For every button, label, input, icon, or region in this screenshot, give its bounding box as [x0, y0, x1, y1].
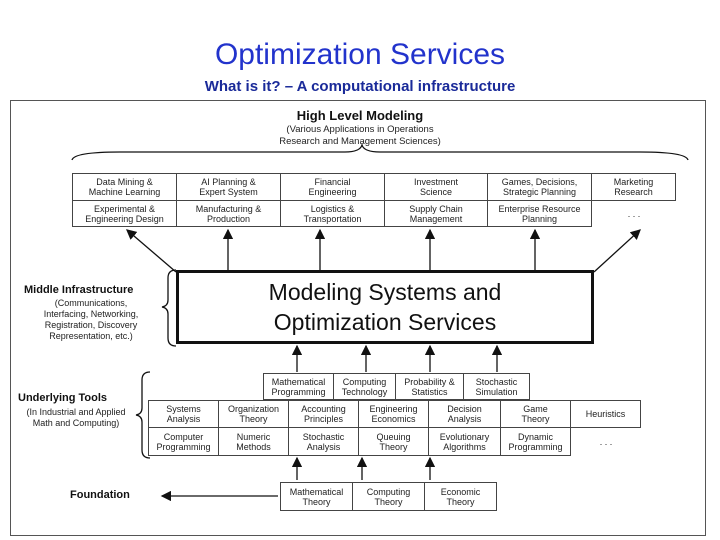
app-cell: Games, Decisions, Strategic Planning	[488, 174, 592, 201]
tools-brace	[135, 371, 151, 459]
arrow-up-6	[593, 229, 641, 273]
app-cell: Supply Chain Management	[385, 201, 488, 227]
app-cell: AI Planning & Expert System	[177, 174, 281, 201]
tool-cell: Decision Analysis	[429, 401, 501, 428]
tool-cell: Mathematical Programming	[264, 374, 334, 400]
app-cell: Financial Engineering	[281, 174, 385, 201]
modeling-systems-box: Modeling Systems and Optimization Servic…	[176, 270, 594, 344]
tools-grid: Systems Analysis Organization Theory Acc…	[148, 400, 641, 456]
arrow-up-1	[126, 229, 177, 273]
tools-top-grid: Mathematical Programming Computing Techn…	[263, 373, 530, 400]
foundation-cell: Computing Theory	[353, 483, 425, 511]
tool-cell: Queuing Theory	[359, 428, 429, 456]
slide-title: Optimization Services	[214, 38, 506, 71]
tool-cell-ellipsis: . . .	[599, 437, 613, 447]
tool-cell: Probability & Statistics	[396, 374, 464, 400]
foundation-grid: Mathematical Theory Computing Theory Eco…	[280, 482, 497, 511]
middle-infrastructure-label: Middle Infrastructure	[24, 284, 134, 296]
foundation-cell: Economic Theory	[425, 483, 497, 511]
tool-cell: Systems Analysis	[149, 401, 219, 428]
middle-brace	[161, 269, 177, 347]
tool-cell: Numeric Methods	[219, 428, 289, 456]
modeling-systems-line1: Modeling Systems and	[268, 279, 502, 305]
app-cell: Marketing Research	[592, 174, 676, 201]
tool-cell: Evolutionary Algorithms	[429, 428, 501, 456]
high-level-brace	[71, 142, 689, 161]
tool-cell: Heuristics	[571, 401, 641, 428]
app-cell: Logistics & Transportation	[281, 201, 385, 227]
underlying-tools-subtitle: (In Industrial and Applied Math and Comp…	[26, 407, 126, 428]
underlying-tools-label: Underlying Tools	[18, 392, 108, 404]
app-cell: Experimental & Engineering Design	[73, 201, 177, 227]
middle-infrastructure-subtitle: (Communications, Interfacing, Networking…	[43, 298, 139, 341]
modeling-systems-line2: Optimization Services	[273, 309, 497, 335]
tool-cell: Engineering Economics	[359, 401, 429, 428]
high-level-modeling-title: High Level Modeling	[296, 108, 424, 123]
foundation-label: Foundation	[70, 489, 130, 501]
slide-subtitle: What is it? – A computational infrastruc…	[204, 78, 516, 95]
tool-cell: Stochastic Simulation	[464, 374, 530, 400]
app-cell: Enterprise Resource Planning	[488, 201, 592, 227]
tool-cell: Computer Programming	[149, 428, 219, 456]
tool-cell: Stochastic Analysis	[289, 428, 359, 456]
foundation-cell: Mathematical Theory	[281, 483, 353, 511]
app-cell: Data Mining & Machine Learning	[73, 174, 177, 201]
app-cell: Investment Science	[385, 174, 488, 201]
tool-cell: Organization Theory	[219, 401, 289, 428]
high-level-grid: Data Mining & Machine Learning AI Planni…	[72, 173, 676, 227]
tool-cell: Game Theory	[501, 401, 571, 428]
app-cell-ellipsis: . . .	[627, 209, 641, 219]
diagram-frame	[10, 100, 706, 536]
tool-cell: Computing Technology	[334, 374, 396, 400]
tool-cell: Dynamic Programming	[501, 428, 571, 456]
tool-cell: Accounting Principles	[289, 401, 359, 428]
app-cell: Manufacturing & Production	[177, 201, 281, 227]
high-level-modeling-subtitle: (Various Applications in Operations Rese…	[279, 124, 441, 147]
